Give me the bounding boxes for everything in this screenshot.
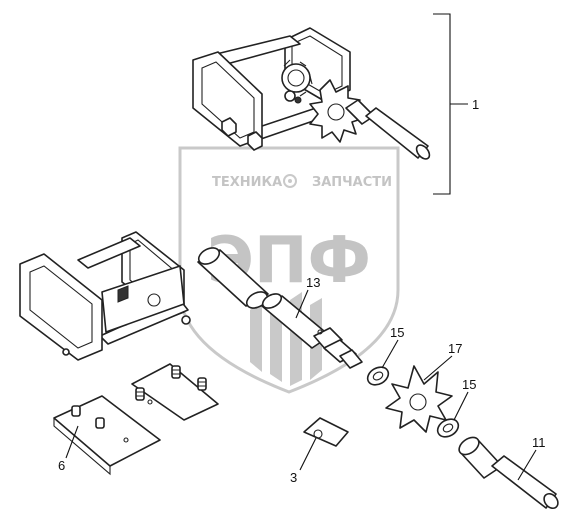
callout-label-6: 6 — [58, 458, 65, 473]
callout-label-13: 13 — [306, 275, 320, 290]
gear-icon — [309, 79, 365, 143]
callout-leaders — [65, 289, 537, 481]
shaft-13 — [197, 247, 363, 369]
washer-15-upper — [366, 366, 390, 386]
sprocket-17 — [385, 365, 453, 433]
plate-6 — [53, 363, 219, 476]
gear-icon — [283, 174, 297, 188]
callout-label-3: 3 — [290, 470, 297, 485]
key-3 — [303, 417, 349, 447]
watermark-text-right: ЗАПЧАСТИ — [312, 175, 392, 190]
assembly-bracket — [433, 13, 468, 195]
gear-icon — [281, 59, 313, 97]
frame-lower — [19, 231, 191, 361]
handle-11 — [458, 436, 559, 510]
assembly-upper — [192, 27, 431, 160]
watermark-text-left: ТЕХНИКА — [212, 175, 282, 190]
callout-labels: 1 13 15 17 15 11 6 3 — [58, 97, 546, 485]
callout-label-1: 1 — [472, 97, 479, 112]
callout-label-15-lower: 15 — [462, 377, 476, 392]
callout-label-11: 11 — [532, 435, 546, 450]
callout-label-15-upper: 15 — [390, 325, 404, 340]
washer-15-lower — [436, 418, 460, 438]
callout-label-17: 17 — [448, 341, 462, 356]
